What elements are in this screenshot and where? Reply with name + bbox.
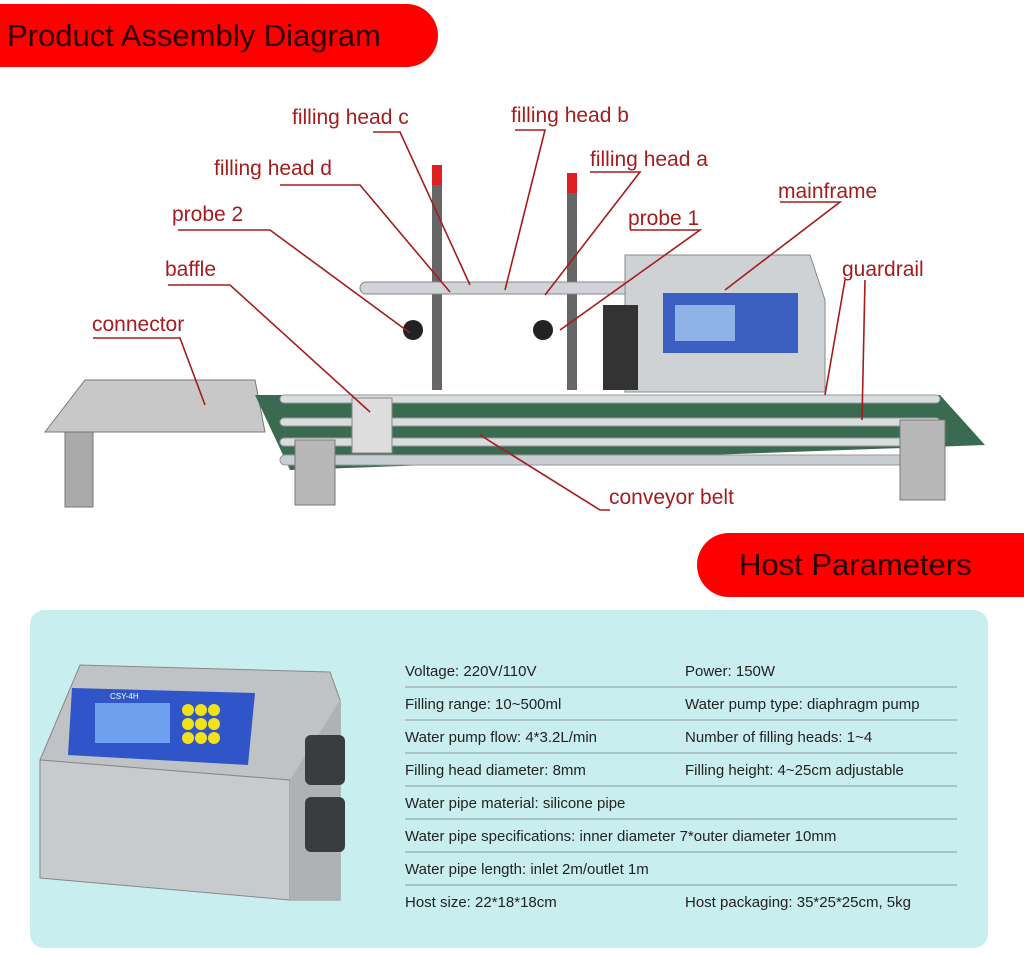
baffle-part xyxy=(351,397,393,454)
machine-illustration xyxy=(43,129,985,511)
label-filling-head-a: filling head a xyxy=(590,148,708,171)
connector-tray xyxy=(43,379,266,433)
label-connector: connector xyxy=(92,313,185,336)
parameter-text: Water pipe length: inlet 2m/outlet 1m xyxy=(405,861,649,878)
conveyor-belt-body xyxy=(255,395,985,470)
label-guardrail: guardrail xyxy=(842,258,924,281)
parameter-row: Voltage: 220V/110V Power: 150W xyxy=(405,655,957,688)
parameter-row: Filling range: 10~500ml Water pump type: … xyxy=(405,688,957,721)
label-probe-1: probe 1 xyxy=(628,207,700,230)
parameter-row: Filling head diameter: 8mm Filling height… xyxy=(405,754,957,787)
parameter-text: Voltage: 220V/110V xyxy=(405,663,537,680)
parameter-row: Water pipe specifications: inner diamete… xyxy=(405,820,957,853)
label-filling-head-c: filling head c xyxy=(292,106,409,129)
label-conveyor-belt: conveyor belt xyxy=(609,486,734,509)
parameter-row: Water pump flow: 4*3.2L/min Number of fil… xyxy=(405,721,957,754)
label-filling-head-d: filling head d xyxy=(214,157,332,180)
parameter-text: Filling head diameter: 8mm xyxy=(405,762,586,779)
label-filling-head-b: filling head b xyxy=(511,104,629,127)
parameter-text: Power: 150W xyxy=(685,663,776,680)
parameter-row: Water pipe material: silicone pipe xyxy=(405,787,957,820)
parameter-text: Water pump type: diaphragm pump xyxy=(685,696,920,713)
assembly-diagram-header: Product Assembly Diagram xyxy=(0,4,438,67)
parameter-text: Host packaging: 35*25*25cm, 5kg xyxy=(685,894,911,911)
parameter-row: Host size: 22*18*18cm Host packaging: 35*… xyxy=(405,886,957,919)
parameter-text: Filling range: 10~500ml xyxy=(405,696,562,713)
parameter-text: Water pipe specifications: inner diamete… xyxy=(405,828,837,845)
parameter-text: Number of filling heads: 1~4 xyxy=(685,729,873,746)
parameter-text: Water pump flow: 4*3.2L/min xyxy=(405,729,598,746)
parameter-row: Water pipe length: inlet 2m/outlet 1m xyxy=(405,853,957,886)
label-baffle: baffle xyxy=(165,258,216,281)
parameter-text: Host size: 22*18*18cm xyxy=(405,894,557,911)
parameter-text: Filling height: 4~25cm adjustable xyxy=(685,762,904,779)
label-mainframe: mainframe xyxy=(778,180,878,203)
parameter-text: Water pipe material: silicone pipe xyxy=(405,795,626,812)
host-parameters-header: Host Parameters xyxy=(697,533,1024,597)
label-probe-2: probe 2 xyxy=(172,203,244,226)
